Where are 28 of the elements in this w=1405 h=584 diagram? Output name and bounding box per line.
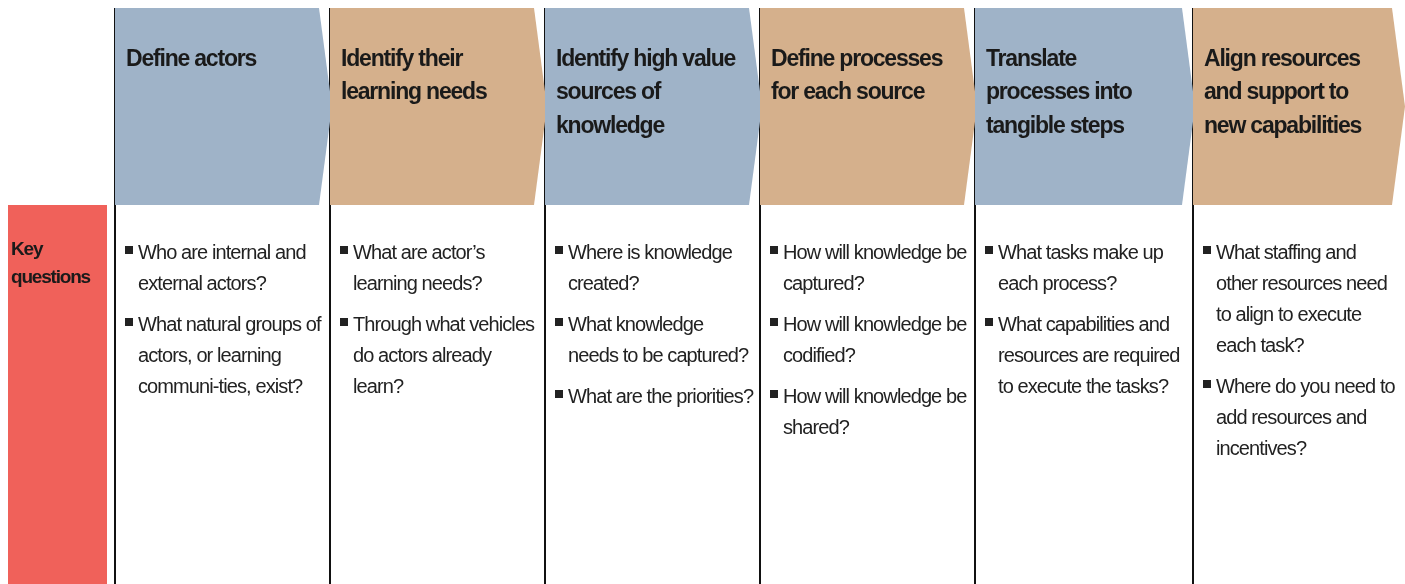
- question-text: What tasks make up each process?: [984, 237, 1189, 299]
- row-header-text: Key questions: [11, 237, 92, 289]
- question-text: What natural groups of actors, or learning communi-ties, exist?: [124, 309, 326, 402]
- chevron-step: [545, 8, 762, 205]
- row-header-box: [8, 205, 107, 584]
- step-title: Translate processes into tangible steps: [986, 44, 1133, 140]
- chevron-step: [1193, 8, 1405, 205]
- chevron-step: [975, 8, 1195, 205]
- question-text: How will knowledge be codified?: [769, 309, 971, 371]
- step-title: Identify high value sources of knowledge: [556, 44, 737, 140]
- step-title: Define processes for each source: [771, 44, 944, 107]
- question-text: What are actor’s learning needs?: [339, 237, 541, 299]
- question-text: Where do you need to add resources and incentives?: [1202, 371, 1401, 464]
- chevron-step: [115, 8, 332, 205]
- question-text: What are the priorities?: [554, 381, 756, 412]
- chevron-step: [330, 8, 547, 205]
- question-text: Where is knowledge created?: [554, 237, 756, 299]
- question-text: What knowledge needs to be captured?: [554, 309, 756, 371]
- step-title: Align resources and support to new capabilities: [1204, 44, 1363, 140]
- question-text: Who are internal and external actors?: [124, 237, 326, 299]
- question-text: Through what vehicles do actors already learn?: [339, 309, 541, 402]
- chevron-step: [760, 8, 977, 205]
- step-title: Identify their learning needs: [341, 44, 488, 107]
- question-text: How will knowledge be captured?: [769, 237, 971, 299]
- question-text: How will knowledge be shared?: [769, 381, 971, 443]
- step-title: Define actors: [126, 44, 258, 73]
- question-text: What capabilities and resources are required to execute the tasks?: [984, 309, 1189, 402]
- question-text: What staffing and other resources need to align to execute each task?: [1202, 237, 1401, 361]
